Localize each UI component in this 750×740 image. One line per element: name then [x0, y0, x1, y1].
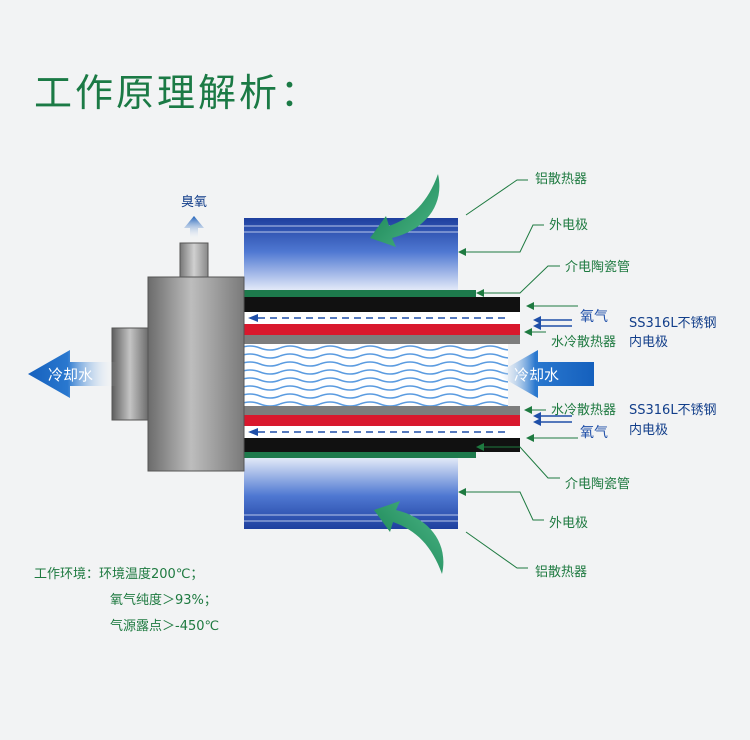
- label-outer-electrode-bottom: 外电极: [549, 516, 588, 531]
- label-outer-electrode-top: 外电极: [549, 218, 588, 233]
- cooling-water-channel: [244, 344, 508, 406]
- dielectric-ceramic-bottom: [244, 452, 476, 458]
- cooling-water-out-label: 冷却水: [48, 366, 93, 384]
- outer-electrode-bottom: [244, 438, 520, 452]
- cooling-water-out-arrow-icon: [28, 350, 116, 398]
- label-ss316l-bottom: SS316L不锈钢: [629, 403, 717, 418]
- aluminum-heatsink-top: [244, 218, 458, 293]
- label-dielectric-ceramic-bottom: 介电陶瓷管: [565, 476, 630, 492]
- label-ss316l-top: SS316L不锈钢: [629, 316, 717, 331]
- cooling-water-in-arrow-icon: [496, 350, 594, 398]
- label-oxygen-bottom: 氧气: [580, 425, 608, 441]
- water-outlet-hub: [111, 327, 149, 421]
- label-aluminum-heatsink-bottom: 铝散热器: [535, 565, 587, 580]
- label-water-heatsink-bottom: 水冷散热器: [551, 403, 616, 418]
- label-aluminum-heatsink-top: 铝散热器: [535, 172, 587, 187]
- label-oxygen-top: 氧气: [580, 309, 608, 325]
- label-water-heatsink-top: 水冷散热器: [551, 335, 616, 350]
- end-cap: [147, 276, 245, 472]
- label-inner-electrode-top: 内电极: [629, 334, 668, 350]
- aluminum-heatsink-bottom: [244, 455, 458, 529]
- page-title: 工作原理解析：: [34, 71, 322, 115]
- label-inner-electrode-bottom: 内电极: [629, 422, 668, 438]
- inner-electrode-bottom: [244, 415, 520, 426]
- label-dielectric-ceramic-top: 介电陶瓷管: [565, 259, 630, 275]
- ozone-outlet-pipe: [179, 242, 209, 278]
- airflow-bottom-arrow-icon: [374, 501, 444, 574]
- cooling-water-in-label: 冷却水: [514, 366, 559, 384]
- dielectric-ceramic-top: [244, 290, 476, 297]
- water-heatsink-top: [244, 335, 520, 344]
- environment-item: 气源露点＞-450℃: [110, 619, 220, 634]
- water-heatsink-bottom: [244, 406, 520, 415]
- inner-electrode-top: [244, 324, 520, 335]
- environment-item: 氧气纯度＞93%；: [110, 593, 217, 608]
- environment-item: 环境温度200℃；: [99, 567, 204, 582]
- airflow-top-arrow-icon: [370, 174, 440, 247]
- ozone-arrow-icon: [184, 216, 204, 240]
- working-environment: 工作环境：环境温度200℃； 氧气纯度＞93%； 气源露点＞-450℃: [34, 562, 219, 640]
- environment-heading: 工作环境：: [34, 567, 100, 582]
- outer-electrode-top: [244, 297, 520, 312]
- ozone-label: 臭氧: [181, 195, 207, 210]
